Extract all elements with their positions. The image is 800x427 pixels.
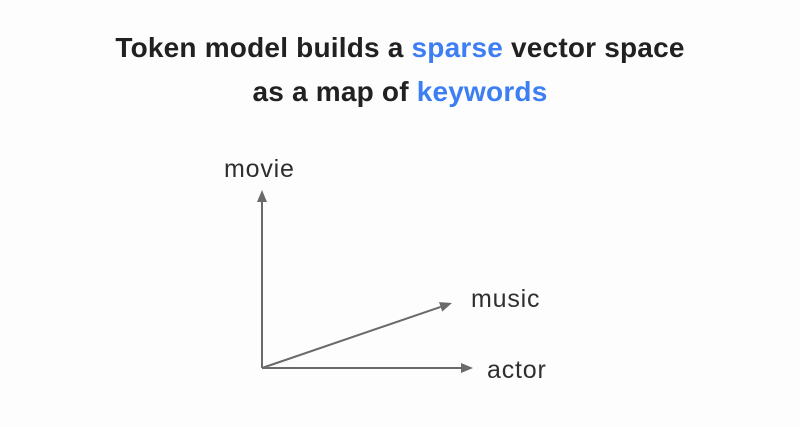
title-text-segment: Token model builds a bbox=[115, 32, 412, 63]
page-title: Token model builds a sparse vector space… bbox=[0, 26, 800, 114]
title-highlight-keywords: keywords bbox=[416, 76, 548, 107]
title-line-2: as a map of keywords bbox=[0, 70, 800, 114]
title-line-1: Token model builds a sparse vector space bbox=[0, 26, 800, 70]
title-text-segment: vector space bbox=[503, 32, 685, 63]
title-text-segment: as a map of bbox=[252, 76, 417, 107]
music-vector-arrow bbox=[261, 302, 452, 369]
music-vector-label: music bbox=[471, 285, 541, 313]
movie-axis-label: movie bbox=[224, 155, 295, 183]
title-highlight-sparse: sparse bbox=[411, 32, 504, 63]
actor-axis-label: actor bbox=[487, 356, 547, 384]
